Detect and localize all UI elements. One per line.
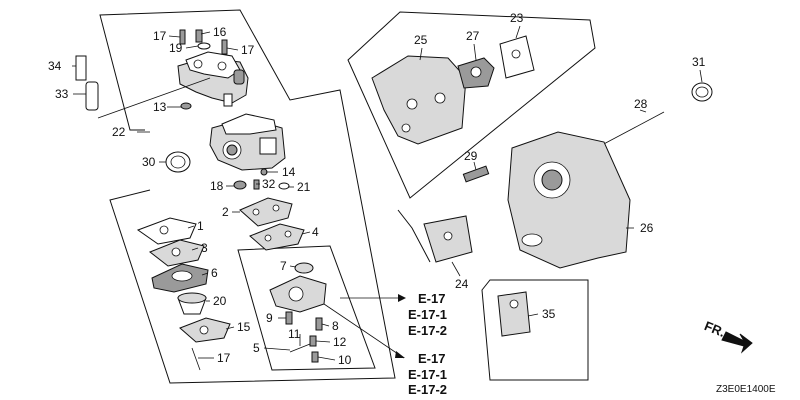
callout-15: 15 [237, 320, 251, 334]
callout-34: 33 [55, 87, 69, 101]
cup-21 [177, 292, 207, 315]
callout-36: 35 [542, 307, 556, 321]
collar-34 [85, 81, 99, 111]
callout-3: 3 [201, 241, 208, 255]
small-part-33 [253, 179, 260, 190]
spring-8 [315, 317, 323, 331]
callout-1: 1 [197, 219, 204, 233]
ring-32 [691, 82, 713, 102]
small-part-7 [294, 262, 314, 274]
front-direction-arrow-icon [721, 331, 753, 354]
callout-21: 20 [213, 294, 227, 308]
diagram-code: Z3E0E1400E [716, 384, 776, 395]
callout-11: 11 [288, 327, 301, 341]
bracket-group-frame [397, 209, 431, 263]
callout-17-right: 17 [241, 43, 255, 57]
pin-11 [289, 343, 311, 353]
reference-lower-3: E-17-2 [408, 382, 447, 397]
plate-36 [497, 291, 531, 337]
reference-upper-3: E-17-2 [408, 323, 447, 338]
carburetor-top-body [177, 51, 249, 107]
callout-33: 32 [262, 177, 276, 191]
callout-9: 9 [266, 311, 273, 325]
gasket-group-frame [347, 11, 596, 199]
callout-13: 13 [153, 100, 167, 114]
bracket-27 [507, 131, 631, 269]
small-part-22 [278, 182, 290, 190]
callout-29: 28 [634, 97, 648, 111]
callout-18: 17 [217, 351, 231, 365]
gasket-24 [499, 35, 535, 79]
gasket-4 [249, 223, 305, 251]
plate-36-frame [481, 279, 589, 381]
callout-2: 2 [222, 205, 229, 219]
callout-31: 30 [142, 155, 156, 169]
inner-carburetor-parts-frame [237, 245, 376, 371]
callout-20: 19 [169, 41, 183, 55]
callout-22: 21 [297, 180, 311, 194]
screw-16 [195, 29, 203, 43]
carburetor-main-body [209, 113, 286, 171]
carburetor-assembly-frame [99, 9, 396, 384]
bolt-35 [75, 55, 87, 81]
callout-16: 16 [213, 25, 227, 39]
callout-19: 18 [210, 179, 224, 193]
callout-10: 10 [338, 353, 352, 367]
bolt-30 [462, 165, 490, 183]
leader-lines [72, 25, 703, 361]
plate-6 [151, 263, 209, 293]
gasket-15 [179, 317, 231, 343]
callout-28: 27 [466, 29, 480, 43]
callout-30: 29 [464, 149, 478, 163]
gasket-26 [371, 55, 467, 145]
callout-12: 12 [333, 335, 347, 349]
callout-24: 23 [510, 11, 524, 25]
callout-23: 22 [112, 125, 126, 139]
reference-leader-lower [323, 303, 405, 359]
gasket-3 [149, 239, 205, 267]
reference-lower-1: E-17 [418, 351, 445, 366]
callout-25: 24 [455, 277, 469, 291]
gasket-1 [136, 217, 197, 245]
reference-arrowhead-lower [395, 351, 405, 358]
callout-32: 31 [692, 55, 706, 69]
small-part-19 [233, 180, 247, 190]
callout-5: 5 [253, 341, 260, 355]
ring-31 [165, 151, 191, 173]
front-direction-label: FR. [702, 318, 727, 340]
callout-17-left: 17 [153, 29, 167, 43]
gasket-2 [239, 197, 293, 227]
screw-10 [311, 351, 319, 363]
reference-lower-2: E-17-1 [408, 367, 447, 382]
plate-28 [457, 57, 495, 89]
callout-7: 7 [280, 259, 287, 273]
washer-20 [197, 42, 211, 50]
callout-26: 25 [414, 33, 428, 47]
callout-35: 34 [48, 59, 62, 73]
callout-6: 6 [211, 266, 218, 280]
reference-upper-1: E-17 [418, 291, 445, 306]
screw-17-right [221, 39, 228, 55]
screw-18 [191, 347, 201, 371]
callout-4: 4 [312, 225, 319, 239]
callout-27: 26 [640, 221, 654, 235]
reference-upper-2: E-17-1 [408, 307, 447, 322]
float-bowl-body [269, 275, 327, 313]
spring-9 [285, 311, 293, 325]
callout-8: 8 [332, 319, 339, 333]
bolt-29 [599, 111, 665, 147]
small-part-13 [180, 102, 192, 110]
reference-arrowhead-upper [398, 294, 406, 302]
callout-14: 14 [282, 165, 296, 179]
screw-12 [309, 335, 317, 347]
plate-25 [423, 215, 473, 263]
